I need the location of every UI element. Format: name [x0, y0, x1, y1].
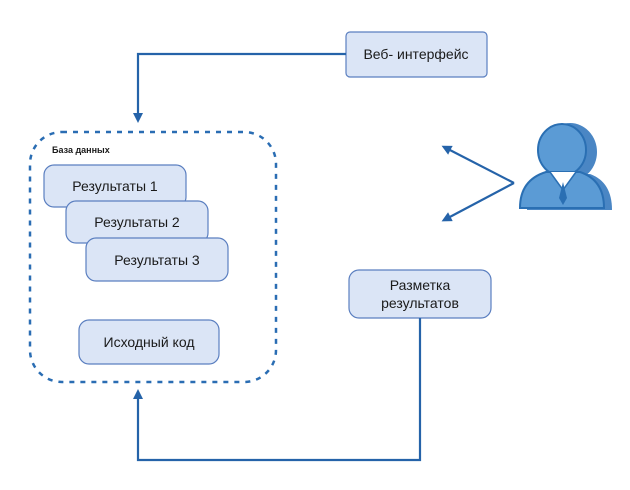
source-code-box[interactable]: Исходный код — [78, 319, 220, 365]
markup-results-label-line2: результатов — [381, 295, 459, 311]
markup-results-label-line1: Разметка — [390, 277, 451, 293]
source-code-label: Исходный код — [104, 334, 195, 350]
database-label: База данных — [52, 145, 110, 155]
database-container — [28, 130, 278, 384]
results-box-2-label: Результаты 2 — [94, 214, 180, 230]
arrow-markup-to-database — [133, 318, 422, 462]
user-icon — [518, 123, 612, 210]
results-box-1[interactable]: Результаты 1 — [43, 164, 187, 208]
web-interface-label: Веб- интерфейс — [363, 46, 468, 62]
arrow-web-to-database — [133, 52, 346, 123]
results-box-2[interactable]: Результаты 2 — [65, 200, 209, 244]
results-box-3[interactable]: Результаты 3 — [85, 237, 229, 282]
web-interface-box[interactable]: Веб- интерфейс — [345, 31, 488, 78]
results-box-1-label: Результаты 1 — [72, 178, 158, 194]
arrow-user-to-markup — [441, 182, 515, 222]
arrow-user-to-web — [441, 145, 515, 184]
results-box-3-label: Результаты 3 — [114, 252, 200, 268]
markup-results-box[interactable]: Разметка результатов — [348, 269, 492, 319]
